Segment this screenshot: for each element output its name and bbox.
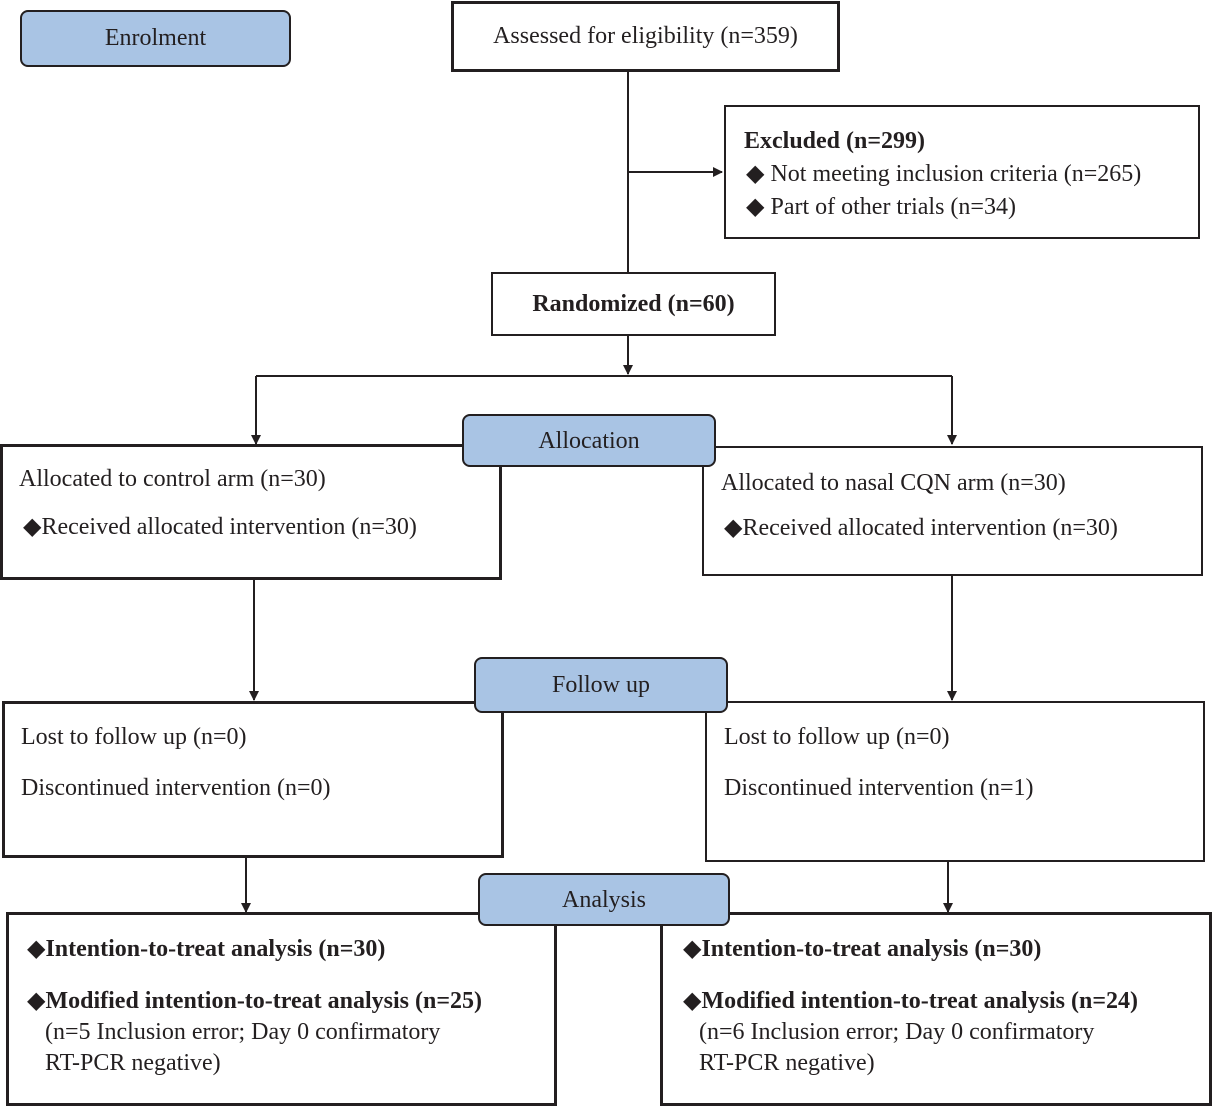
bullet-diamond-icon: ◆ [27, 988, 46, 1014]
nasal-itt-text: ◆Intention-to-treat analysis (n=30) [683, 936, 1042, 962]
control-itt-text: ◆Intention-to-treat analysis (n=30) [27, 936, 386, 962]
control-allocation-title: Allocated to control arm (n=30) [19, 466, 326, 492]
control-lost-text: Lost to follow up (n=0) [21, 724, 247, 750]
nasal-allocation-box: Allocated to nasal CQN arm (n=30) ◆Recei… [702, 446, 1203, 576]
randomized-box: Randomized (n=60) [491, 272, 776, 336]
phase-analysis: Analysis [478, 873, 730, 926]
phase-analysis-label: Analysis [562, 887, 646, 913]
phase-enrolment: Enrolment [20, 10, 291, 67]
bullet-diamond-icon: ◆ [746, 161, 765, 187]
control-allocation-item: ◆Received allocated intervention (n=30) [23, 514, 417, 540]
bullet-diamond-icon: ◆ [27, 936, 46, 962]
nasal-analysis-box: ◆Intention-to-treat analysis (n=30) ◆Mod… [660, 912, 1212, 1106]
control-note-line2: RT-PCR negative) [45, 1050, 221, 1076]
nasal-allocation-item: ◆Received allocated intervention (n=30) [724, 515, 1118, 541]
excluded-title: Excluded (n=299) [744, 128, 926, 154]
bullet-diamond-icon: ◆ [23, 514, 42, 540]
phase-follow-up: Follow up [474, 657, 728, 713]
nasal-note-line2: RT-PCR negative) [699, 1050, 875, 1076]
assessed-text: Assessed for eligibility (n=359) [493, 23, 798, 49]
phase-follow-up-label: Follow up [551, 672, 650, 698]
nasal-note-line1: (n=6 Inclusion error; Day 0 confirmatory [699, 1019, 1095, 1045]
phase-allocation-label: Allocation [538, 428, 640, 454]
bullet-diamond-icon: ◆ [683, 988, 702, 1014]
excluded-item: ◆Part of other trials (n=34) [746, 194, 1016, 220]
control-allocation-box: Allocated to control arm (n=30) ◆Receive… [0, 444, 502, 580]
phase-allocation: Allocation [462, 414, 716, 467]
bullet-diamond-icon: ◆ [683, 936, 702, 962]
control-note-line1: (n=5 Inclusion error; Day 0 confirmatory [45, 1019, 441, 1045]
control-mitt-text: ◆Modified intention-to-treat analysis (n… [27, 988, 483, 1014]
excluded-box: Excluded (n=299) ◆Not meeting inclusion … [724, 105, 1200, 239]
control-analysis-box: ◆Intention-to-treat analysis (n=30) ◆Mod… [6, 912, 557, 1106]
nasal-lost-text: Lost to follow up (n=0) [724, 724, 950, 750]
bullet-diamond-icon: ◆ [746, 194, 765, 220]
randomized-text: Randomized (n=60) [532, 291, 735, 317]
nasal-allocation-title: Allocated to nasal CQN arm (n=30) [721, 470, 1066, 496]
nasal-discontinued-text: Discontinued intervention (n=1) [724, 775, 1034, 801]
bullet-diamond-icon: ◆ [724, 515, 743, 541]
assessed-box: Assessed for eligibility (n=359) [451, 1, 840, 72]
excluded-item: ◆Not meeting inclusion criteria (n=265) [746, 161, 1142, 187]
nasal-mitt-text: ◆Modified intention-to-treat analysis (n… [683, 988, 1139, 1014]
phase-enrolment-label: Enrolment [104, 25, 207, 51]
control-followup-box: Lost to follow up (n=0) Discontinued int… [2, 701, 504, 858]
nasal-followup-box: Lost to follow up (n=0) Discontinued int… [705, 701, 1205, 862]
control-discontinued-text: Discontinued intervention (n=0) [21, 775, 331, 801]
